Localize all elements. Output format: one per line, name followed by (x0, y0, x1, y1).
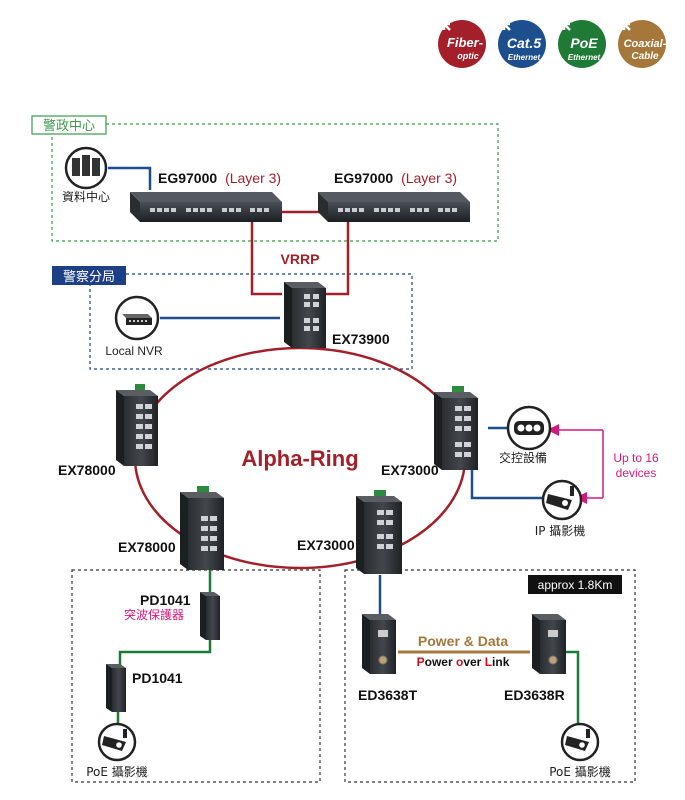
pd1041-top-label: PD1041 (140, 592, 191, 608)
legend-fiber-badge: Fiber- optic (438, 20, 486, 68)
pd1041-bottom-label: PD1041 (132, 670, 183, 686)
legend-coax-line2: Cable (631, 51, 659, 62)
vrrp-fiber-links (250, 222, 350, 296)
poe-camera-left-icon (97, 722, 137, 762)
poe-camera-left-label: PoE 攝影機 (86, 764, 148, 779)
cat5-datacenter-link (108, 166, 152, 190)
police-branch-label: 警察分局 (63, 269, 115, 285)
police-center-zone (51, 123, 499, 242)
pd1041-bottom-device-icon (106, 664, 126, 712)
eg97000-right-label: EG97000 (Layer 3) (334, 170, 457, 186)
vrrp-label: VRRP (281, 251, 320, 267)
ex73000-right-switch-icon (434, 386, 478, 470)
ex78000-bottom-label: EX78000 (118, 539, 176, 555)
eg97000-left-switch-icon (130, 192, 282, 222)
up-to-label-2: devices (616, 466, 657, 480)
police-center-label: 警政中心 (43, 118, 95, 134)
ed3638r-label: ED3638R (504, 687, 565, 703)
poe-camera-right-icon (560, 722, 600, 762)
traffic-control-icon (506, 405, 552, 451)
eg97000-right-switch-icon (318, 192, 470, 222)
poe-camera-right-label: PoE 攝影機 (549, 764, 611, 779)
legend-cat5-line2: Ethernet (508, 53, 541, 62)
ed3638r-device-icon (532, 614, 566, 674)
left-poe-zone (71, 569, 321, 783)
ex73900-label: EX73900 (332, 331, 390, 347)
approx-distance-badge (528, 575, 622, 594)
ex73000-right-label: EX73000 (381, 462, 439, 478)
local-nvr-icon (114, 295, 160, 341)
ex73000-bottom-switch-icon (356, 490, 402, 574)
alpha-ring-label: Alpha-Ring (241, 446, 358, 471)
traffic-control-label: 交控設備 (499, 450, 547, 465)
ex78000-top-label: EX78000 (58, 462, 116, 478)
ex73900-switch-icon (284, 282, 326, 348)
surge-protector-label: 突波保護器 (124, 607, 184, 622)
legend-poe-line2: Ethernet (568, 53, 601, 62)
pd1041-top-device-icon (200, 592, 220, 640)
ex73000-bottom-label: EX73000 (297, 537, 355, 553)
legend-coax-badge: Coaxial- Cable (618, 20, 667, 68)
ip-camera-icon (541, 479, 583, 521)
data-center-icon (64, 146, 108, 190)
eg97000-left-label: EG97000 (Layer 3) (158, 170, 281, 186)
police-branch-zone (89, 273, 413, 370)
legend-cat5-line1: Cat.5 (507, 35, 541, 51)
legend-coax-line1: Coaxial- (624, 38, 667, 50)
legend-fiber-line1: Fiber- (447, 35, 483, 50)
legend-cat5-badge: Cat.5 Ethernet (498, 20, 546, 68)
ex78000-top-switch-icon (116, 384, 158, 466)
ex78000-bottom-switch-icon (180, 486, 224, 570)
power-data-label: Power & Data (418, 633, 508, 649)
legend-fiber-line2: optic (457, 51, 479, 61)
legend-poe-badge: PoE Ethernet (558, 20, 606, 68)
data-center-label: 資料中心 (62, 189, 110, 204)
local-nvr-label: Local NVR (105, 344, 163, 358)
power-over-link-label: Power over Link (417, 655, 510, 669)
up-to-label-1: Up to 16 (613, 451, 659, 465)
legend-poe-line1: PoE (570, 35, 598, 51)
approx-distance-label: approx 1.8Km (538, 578, 613, 592)
ed3638t-device-icon (362, 614, 396, 674)
ed3638t-label: ED3638T (358, 687, 418, 703)
ip-camera-label: IP 攝影機 (535, 523, 586, 538)
right-poe-zone (344, 569, 636, 783)
